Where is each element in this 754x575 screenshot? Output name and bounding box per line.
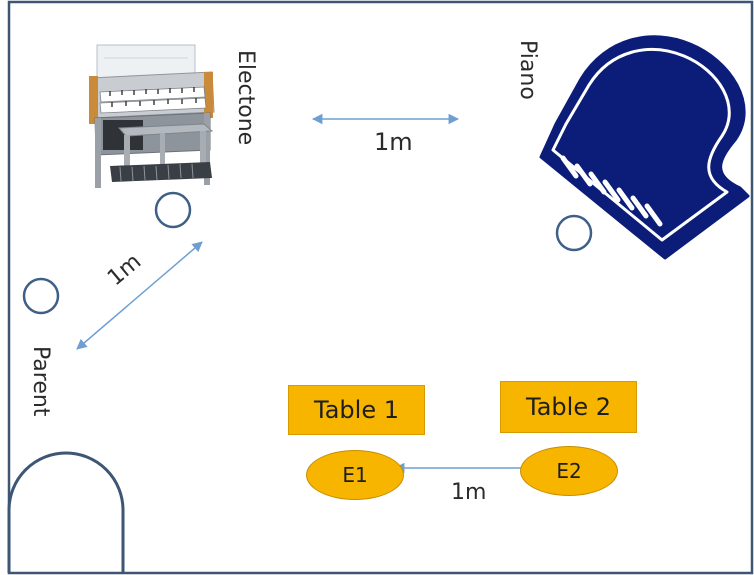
top-distance-label: 1m — [374, 128, 413, 156]
table-1: Table 1 — [288, 385, 425, 435]
seat-e1: E1 — [306, 450, 404, 500]
electone-player-position — [154, 191, 192, 229]
parent-label: Parent — [28, 346, 53, 417]
entrance-arch — [7, 451, 125, 573]
diagonal-distance-arrow — [76, 241, 203, 350]
parent-position — [22, 277, 60, 315]
electone-label: Electone — [233, 50, 258, 146]
piano-player-position — [555, 214, 593, 252]
piano-label: Piano — [515, 40, 540, 100]
seats-distance-label: 1m — [451, 480, 487, 505]
electone-icon — [89, 44, 215, 188]
seat-e2: E2 — [520, 446, 618, 496]
room-outline — [7, 0, 754, 575]
table-2: Table 2 — [500, 381, 637, 433]
piano-icon — [539, 35, 750, 260]
